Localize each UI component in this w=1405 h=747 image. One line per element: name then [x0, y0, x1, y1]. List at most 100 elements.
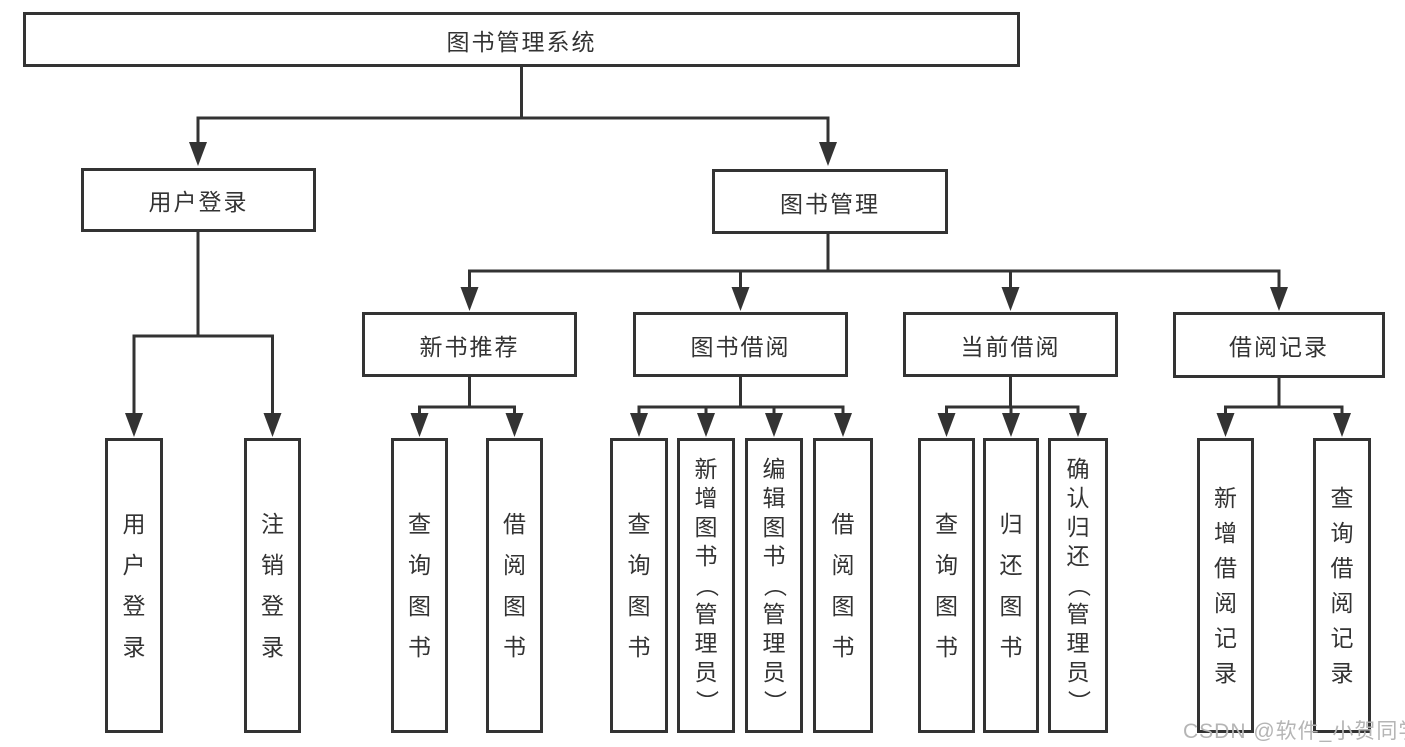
leaf-edit-books-admin: 编辑图书 （ 管理员 ）: [745, 438, 803, 733]
vertical-char: 书: [694, 543, 718, 569]
node-current-borrow: 当前借阅: [903, 312, 1118, 377]
leaf-label: 注销登录: [247, 441, 298, 730]
leaf-query-books-1: 查询图书: [391, 438, 448, 733]
node-new-book-recommend: 新书推荐: [362, 312, 577, 377]
leaf-label: 查询图书: [394, 441, 445, 730]
vertical-char: 员: [1066, 659, 1090, 685]
vertical-char: 管: [1066, 601, 1090, 627]
vertical-char: 录: [122, 633, 146, 660]
vertical-char: 询: [1330, 519, 1354, 546]
vertical-char: 图: [503, 592, 526, 619]
vertical-char: 增: [694, 485, 718, 511]
vertical-char: 查: [935, 510, 958, 537]
vertical-char: 查: [408, 510, 431, 537]
leaf-query-books-3: 查询图书: [918, 438, 975, 733]
leaf-borrow-books-1: 借阅图书: [486, 438, 543, 733]
vertical-char: 询: [935, 551, 958, 578]
vertical-char: 录: [1330, 659, 1354, 686]
vertical-char: 借: [503, 510, 526, 537]
vertical-char: 借: [1330, 554, 1354, 581]
vertical-char: （: [1065, 574, 1092, 597]
vertical-char: 认: [1066, 485, 1090, 511]
vertical-char: 录: [261, 633, 284, 660]
leaf-label: 查询图书: [921, 441, 972, 730]
vertical-char: 管: [762, 601, 786, 627]
node-library-management-system: 图书管理系统: [23, 12, 1020, 67]
vertical-char: 管: [694, 601, 718, 627]
leaf-label: 查询图书: [613, 441, 665, 730]
vertical-char: 图: [408, 592, 431, 619]
vertical-char: 询: [627, 551, 651, 578]
vertical-char: 阅: [1330, 589, 1354, 616]
vertical-char: 员: [762, 659, 786, 685]
vertical-char: 查: [1330, 484, 1354, 511]
leaf-add-books-admin: 新增图书 （ 管理员 ）: [677, 438, 735, 733]
vertical-char: 理: [762, 630, 786, 656]
leaf-label: 新增图书 （ 管理员 ）: [680, 441, 732, 730]
vertical-char: 书: [408, 633, 431, 660]
vertical-char: 还: [999, 551, 1023, 578]
vertical-char: 书: [627, 633, 651, 660]
vertical-char: 辑: [762, 485, 786, 511]
leaf-confirm-return-admin: 确认归还 （ 管理员 ）: [1048, 438, 1108, 733]
vertical-char: 注: [261, 510, 284, 537]
vertical-char: 录: [1214, 659, 1237, 686]
vertical-char: 新: [694, 456, 718, 482]
vertical-char: 阅: [1214, 589, 1237, 616]
leaf-label: 查询借阅记录: [1316, 441, 1368, 730]
vertical-char: 书: [831, 633, 855, 660]
vertical-char: 归: [1066, 514, 1090, 540]
vertical-char: 图: [694, 514, 718, 540]
vertical-char: 确: [1066, 456, 1090, 482]
vertical-char: ）: [1065, 690, 1092, 713]
vertical-char: 销: [261, 551, 284, 578]
vertical-char: 书: [503, 633, 526, 660]
node-borrow-records: 借阅记录: [1173, 312, 1385, 378]
vertical-char: 理: [1066, 630, 1090, 656]
leaf-add-borrow-record: 新增借阅记录: [1197, 438, 1254, 733]
vertical-char: 书: [935, 633, 958, 660]
leaf-query-books-2: 查询图书: [610, 438, 668, 733]
vertical-char: 图: [831, 592, 855, 619]
leaf-label: 归还图书: [986, 441, 1036, 730]
leaf-query-borrow-record: 查询借阅记录: [1313, 438, 1371, 733]
vertical-char: 书: [999, 633, 1023, 660]
vertical-char: 新: [1214, 484, 1237, 511]
node-user-login: 用户登录: [81, 168, 316, 232]
vertical-char: 借: [831, 510, 855, 537]
vertical-char: 借: [1214, 554, 1237, 581]
leaf-return-books: 归还图书: [983, 438, 1039, 733]
leaf-label: 确认归还 （ 管理员 ）: [1051, 441, 1105, 730]
vertical-char: （: [693, 574, 720, 597]
vertical-char: 图: [762, 514, 786, 540]
vertical-char: 还: [1066, 543, 1090, 569]
leaf-borrow-books-2: 借阅图书: [813, 438, 873, 733]
vertical-char: 询: [408, 551, 431, 578]
vertical-char: 员: [694, 659, 718, 685]
leaf-label: 用户登录: [108, 441, 160, 730]
vertical-char: ）: [761, 690, 788, 713]
node-book-borrow: 图书借阅: [633, 312, 848, 377]
vertical-char: 书: [762, 543, 786, 569]
vertical-char: 记: [1330, 624, 1354, 651]
leaf-logout: 注销登录: [244, 438, 301, 733]
vertical-char: 编: [762, 456, 786, 482]
vertical-char: （: [761, 574, 788, 597]
vertical-char: ）: [693, 690, 720, 713]
vertical-char: 记: [1214, 624, 1237, 651]
leaf-label: 借阅图书: [816, 441, 870, 730]
vertical-char: 归: [999, 510, 1023, 537]
leaf-user-login: 用户登录: [105, 438, 163, 733]
vertical-char: 登: [261, 592, 284, 619]
vertical-char: 图: [627, 592, 651, 619]
watermark: CSDN @软件_小贺同学: [1183, 720, 1405, 743]
vertical-char: 登: [122, 592, 146, 619]
leaf-label: 借阅图书: [489, 441, 540, 730]
node-book-management: 图书管理: [712, 169, 948, 234]
leaf-label: 编辑图书 （ 管理员 ）: [748, 441, 800, 730]
vertical-char: 图: [999, 592, 1023, 619]
vertical-char: 阅: [831, 551, 855, 578]
vertical-char: 理: [694, 630, 718, 656]
